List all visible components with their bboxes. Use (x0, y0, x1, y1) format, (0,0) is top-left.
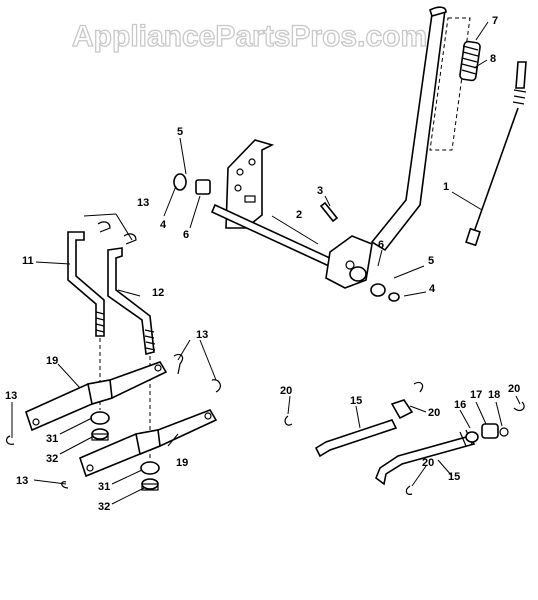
callout-19-upper: 19 (46, 355, 58, 367)
bushing-right (349, 266, 400, 302)
hairpin-clips (284, 381, 525, 495)
callout-4-right: 4 (429, 283, 436, 295)
pivot-bracket (325, 235, 373, 289)
callout-13-bottom: 13 (16, 475, 28, 487)
callout-4-left: 4 (160, 219, 167, 231)
watermark: AppliancePartsPros.com (72, 20, 427, 53)
spring (459, 40, 481, 82)
mounting-bracket (225, 139, 275, 229)
callout-12: 12 (152, 287, 164, 299)
callout-16: 16 (454, 399, 466, 411)
callout-6-right: 6 (378, 239, 384, 251)
link-rod-upper (314, 399, 414, 458)
bushing-left (173, 173, 211, 195)
callout-19-lower: 19 (176, 457, 188, 469)
callout-20-mid: 20 (428, 407, 440, 419)
callout-20-right: 20 (508, 383, 520, 395)
callout-1: 1 (443, 181, 449, 193)
callout-3: 3 (317, 185, 323, 197)
clips-13 (5, 353, 221, 489)
lift-arm-upper (25, 361, 168, 432)
clip-pair-top (97, 221, 137, 245)
callout-15-lower: 15 (448, 471, 460, 483)
callout-6-left: 6 (183, 229, 189, 241)
callout-17: 17 (470, 389, 482, 401)
cable-rod (465, 61, 527, 247)
callout-13-right: 13 (196, 329, 208, 341)
callout-32-lower: 32 (98, 501, 110, 513)
callout-15-upper: 15 (350, 395, 362, 407)
lift-link-right (107, 247, 156, 355)
callout-2: 2 (296, 209, 302, 221)
bolt (319, 201, 339, 223)
leader-lines (11, 21, 521, 505)
callout-7: 7 (492, 15, 498, 27)
lift-handle (370, 6, 447, 252)
callout-13-top: 13 (137, 197, 149, 209)
callout-32-upper: 32 (46, 453, 58, 465)
lift-link-left (67, 231, 105, 337)
handle-grip-outline (429, 17, 471, 151)
lift-arm-lower (79, 409, 218, 478)
callout-11: 11 (22, 255, 34, 267)
lift-shaft (210, 203, 347, 274)
swivel-block (465, 423, 509, 443)
callout-5-right: 5 (428, 255, 434, 267)
callout-20-lower: 20 (422, 457, 434, 469)
washer-nut-lower (140, 461, 160, 491)
callout-13-left: 13 (5, 390, 17, 402)
callout-labels: 7 8 1 2 3 5 4 6 6 5 4 11 12 13 13 19 13 … (5, 15, 520, 513)
callout-8: 8 (490, 53, 496, 65)
callout-5-left: 5 (177, 126, 183, 138)
callout-31-upper: 31 (46, 433, 58, 445)
callout-20-left: 20 (280, 385, 292, 397)
callout-31-lower: 31 (98, 481, 110, 493)
callout-18: 18 (488, 389, 500, 401)
